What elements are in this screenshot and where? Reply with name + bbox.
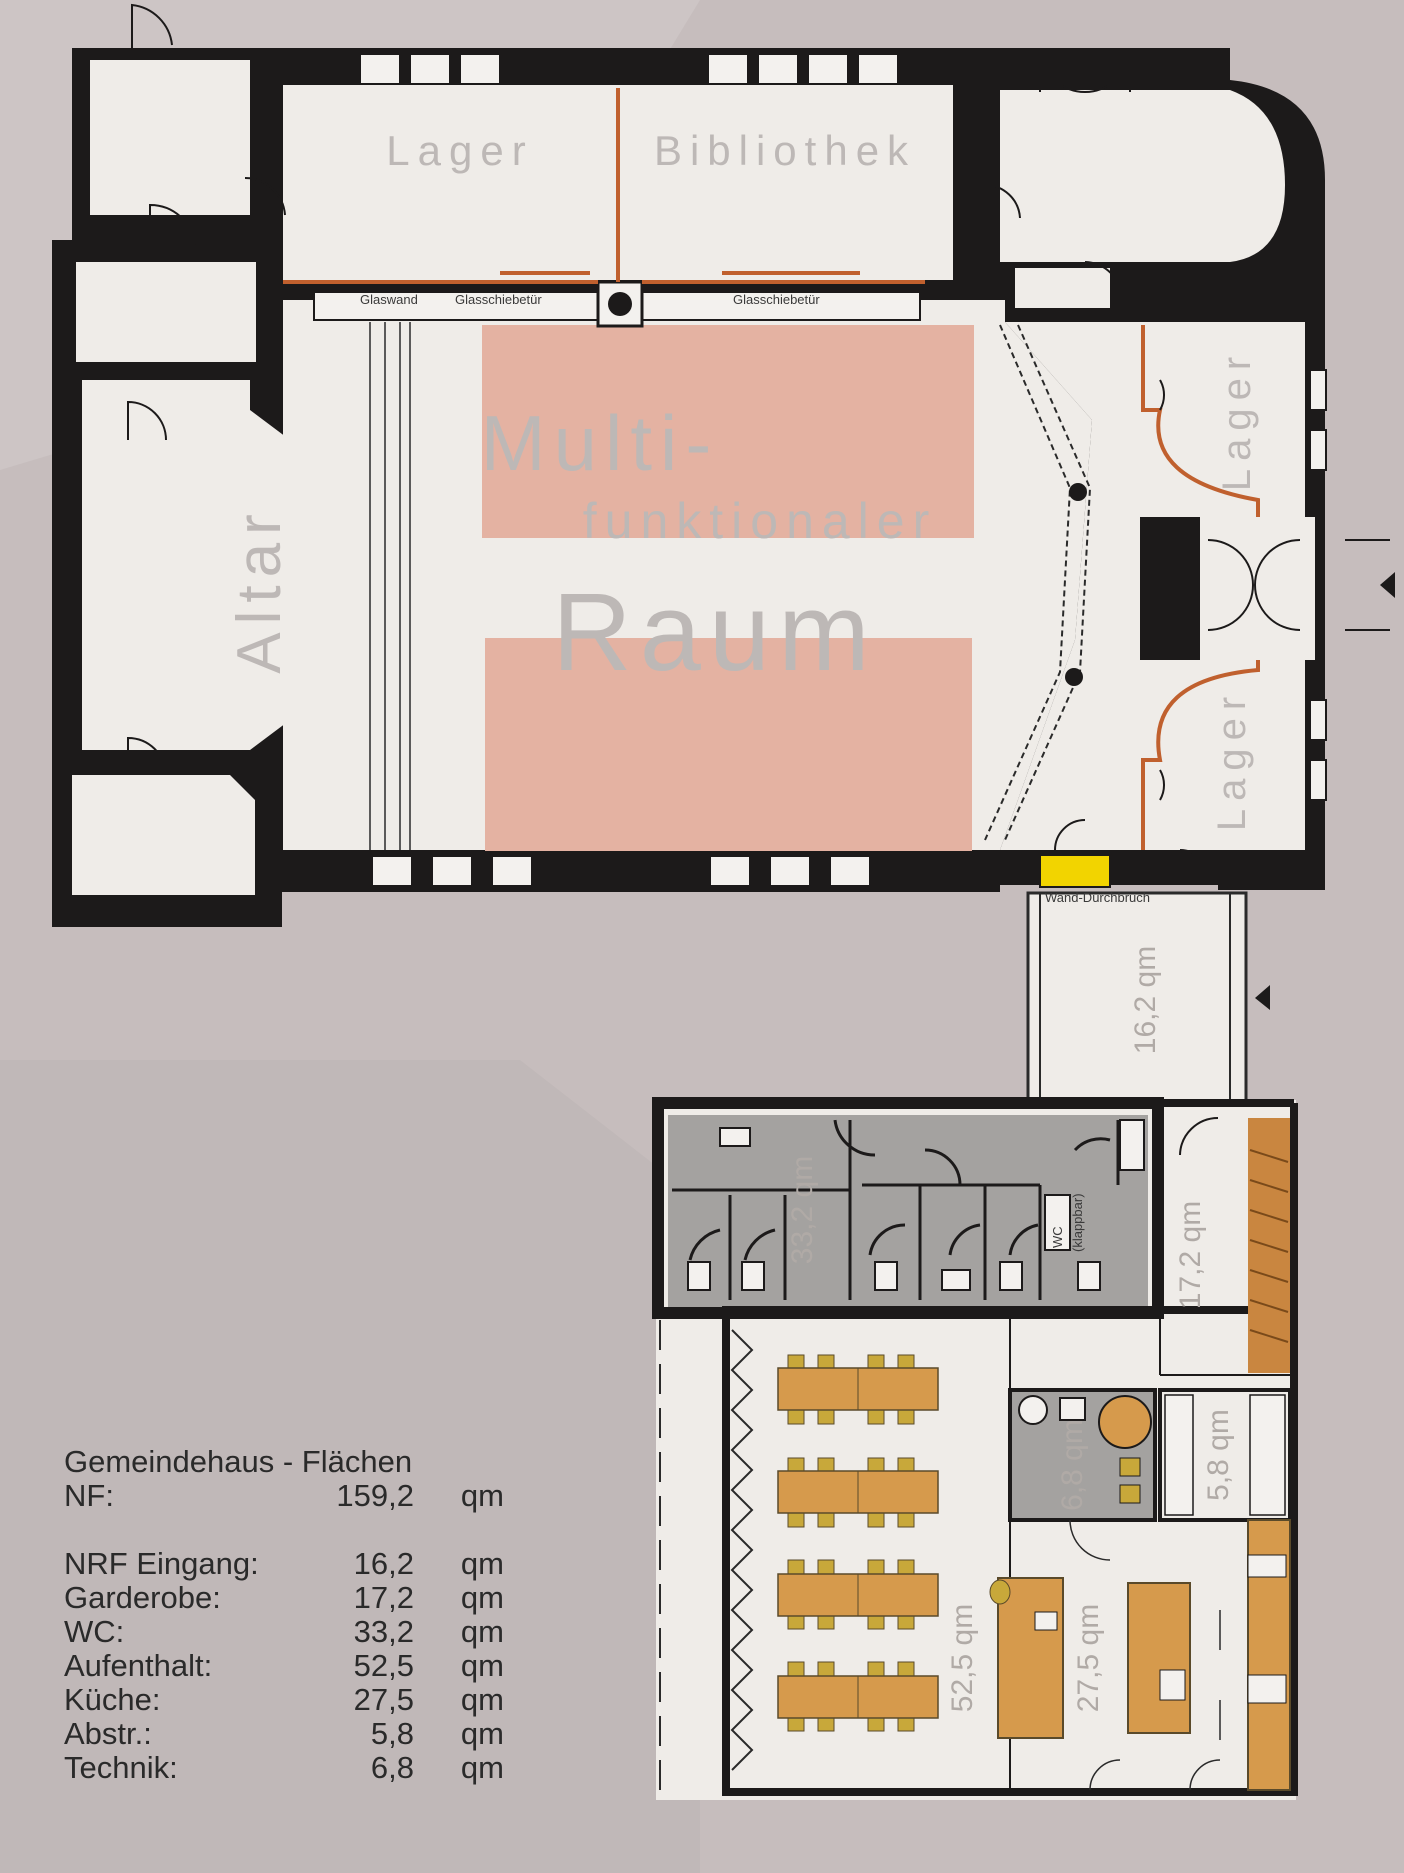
legend-row: Garderobe: 17,2 qm bbox=[64, 1581, 504, 1615]
room-label-lager-right-2: Lager bbox=[1210, 689, 1254, 831]
curved-partition bbox=[984, 324, 1092, 841]
label-wc: WC bbox=[1050, 1226, 1065, 1248]
legend-unit: qm bbox=[460, 1750, 504, 1785]
legend-unit: qm bbox=[460, 1648, 504, 1683]
dining-tables bbox=[777, 1354, 939, 1732]
room-label-raum: Raum bbox=[552, 571, 877, 694]
column-post bbox=[608, 292, 632, 316]
stool bbox=[989, 1579, 1011, 1605]
garderobe bbox=[1159, 1115, 1294, 1376]
label-glasschiebetuer-2: Glasschiebetür bbox=[733, 292, 820, 307]
legend-unit: qm bbox=[460, 1682, 504, 1717]
area-label-abstr: 5,8 qm bbox=[1202, 1409, 1235, 1501]
room-label-lager: Lager bbox=[386, 127, 533, 174]
legend-unit: qm bbox=[460, 1478, 504, 1513]
technik-unit bbox=[1059, 1397, 1086, 1421]
kitchen-doors bbox=[1069, 1519, 1221, 1791]
label-wand-durchbruch: Wand-Durchbruch bbox=[1045, 890, 1150, 905]
room-label-altar: Altar bbox=[225, 506, 294, 673]
area-legend: Gemeindehaus - Flächen NF: 159,2 qm NRF … bbox=[64, 1445, 504, 1785]
stove bbox=[1159, 1669, 1186, 1701]
legend-value: 33,2 bbox=[353, 1614, 414, 1649]
toilets bbox=[687, 1119, 1145, 1291]
area-label-eingang: 16,2 qm bbox=[1129, 946, 1162, 1054]
lockers bbox=[1164, 1394, 1286, 1516]
legend-unit: qm bbox=[460, 1614, 504, 1649]
partitions bbox=[283, 88, 1260, 850]
legend-label: NRF Eingang: bbox=[64, 1546, 259, 1581]
legend-label: Aufenthalt: bbox=[64, 1648, 213, 1683]
legend-label: NF: bbox=[64, 1478, 114, 1513]
legend-row: Technik: 6,8 qm bbox=[64, 1751, 504, 1785]
chair bbox=[1119, 1457, 1141, 1477]
entrance-arrow bbox=[1255, 985, 1270, 1010]
room-label-lager-right-1: Lager bbox=[1215, 349, 1259, 491]
legend-value: 6,8 bbox=[370, 1750, 414, 1785]
column-post bbox=[1069, 483, 1087, 501]
entrance-room bbox=[1026, 891, 1248, 1105]
entrance-arrow bbox=[1380, 572, 1395, 598]
legend-value: 17,2 bbox=[353, 1580, 414, 1615]
label-glasschiebetuer-1: Glasschiebetür bbox=[455, 292, 542, 307]
area-label-aufenthalt: 52,5 qm bbox=[946, 1604, 979, 1712]
label-klappbar: (klappbar) bbox=[1070, 1193, 1085, 1252]
legend-gap bbox=[64, 1513, 504, 1547]
wardrobe-hangers bbox=[1249, 1149, 1289, 1343]
label-glaswand: Glaswand bbox=[360, 292, 418, 307]
sink bbox=[1034, 1611, 1058, 1631]
area-label-wc: 33,2 qm bbox=[786, 1156, 819, 1264]
chair bbox=[1119, 1484, 1141, 1504]
area-label-kueche: 27,5 qm bbox=[1072, 1604, 1105, 1712]
column-post bbox=[1065, 668, 1083, 686]
legend-unit: qm bbox=[460, 1716, 504, 1751]
legend-value: 16,2 bbox=[353, 1546, 414, 1581]
legend-row: Abstr.: 5,8 qm bbox=[64, 1717, 504, 1751]
legend-unit: qm bbox=[460, 1546, 504, 1581]
legend-value: 5,8 bbox=[370, 1716, 414, 1751]
legend-row: Küche: 27,5 qm bbox=[64, 1683, 504, 1717]
round-table bbox=[1098, 1395, 1152, 1449]
room-label-funktionaler: funktionaler bbox=[583, 493, 938, 549]
legend-title: Gemeindehaus - Flächen bbox=[64, 1444, 413, 1479]
legend-label: Garderobe: bbox=[64, 1580, 221, 1615]
altar-steps bbox=[369, 322, 411, 850]
area-label-technik: 6,8 qm bbox=[1056, 1419, 1089, 1511]
wall-opening bbox=[1039, 854, 1111, 888]
windows bbox=[359, 53, 1327, 887]
area-label-garderobe: 17,2 qm bbox=[1174, 1201, 1207, 1309]
legend-row: Aufenthalt: 52,5 qm bbox=[64, 1649, 504, 1683]
legend-value: 159,2 bbox=[336, 1478, 414, 1513]
legend-label: Technik: bbox=[64, 1750, 178, 1785]
stage-area-lower bbox=[485, 638, 972, 851]
background-shade bbox=[0, 1060, 700, 1873]
room-label-bibliothek: Bibliothek bbox=[654, 127, 916, 174]
legend-unit: qm bbox=[460, 1580, 504, 1615]
folding-wall bbox=[659, 1320, 754, 1790]
legend-row: NRF Eingang: 16,2 qm bbox=[64, 1547, 504, 1581]
kitchen-counter bbox=[997, 1577, 1064, 1739]
kitchen-island bbox=[1127, 1582, 1191, 1734]
appliance bbox=[1247, 1674, 1287, 1704]
boiler bbox=[1018, 1395, 1048, 1425]
wc-partitions bbox=[672, 1119, 1120, 1300]
appliance bbox=[1247, 1554, 1287, 1578]
doors bbox=[127, 3, 1390, 881]
room-label-multi: Multi- bbox=[481, 399, 720, 487]
legend-value: 27,5 bbox=[353, 1682, 414, 1717]
stage-area-upper bbox=[482, 325, 974, 538]
legend-value: 52,5 bbox=[353, 1648, 414, 1683]
legend-row: WC: 33,2 qm bbox=[64, 1615, 504, 1649]
legend-row-nf: NF: 159,2 qm bbox=[64, 1479, 504, 1513]
legend-label: Abstr.: bbox=[64, 1716, 152, 1751]
legend-label: WC: bbox=[64, 1614, 125, 1649]
legend-label: Küche: bbox=[64, 1682, 161, 1717]
wc-label-box bbox=[1044, 1194, 1071, 1251]
